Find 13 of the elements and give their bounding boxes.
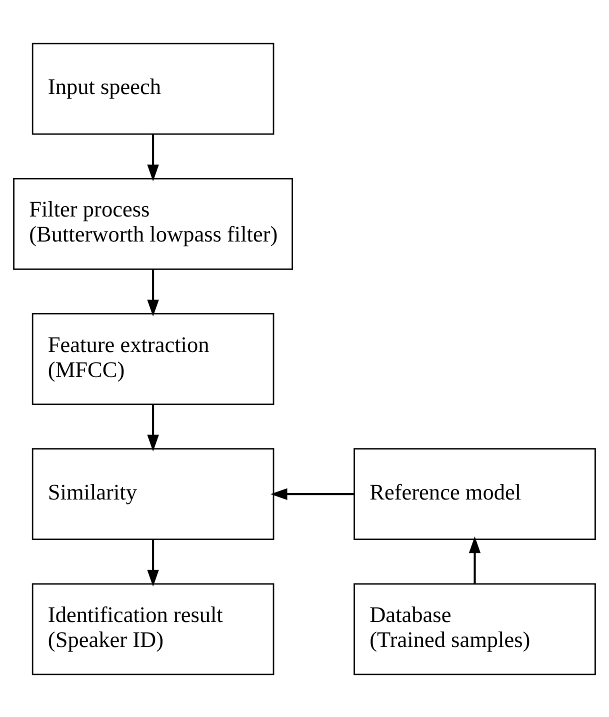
arrow	[147, 134, 159, 181]
node-box: Input speech	[32, 42, 274, 134]
arrow	[147, 539, 159, 586]
node-box: Similarity	[32, 448, 274, 540]
arrow	[147, 404, 159, 452]
node-box: Feature extraction (MFCC)	[32, 312, 274, 404]
arrow	[468, 536, 481, 583]
arrow	[147, 268, 159, 316]
node-box: Filter process (Butterworth lowpass filter)	[13, 177, 294, 270]
node-box: Identification result (Speaker ID)	[32, 582, 274, 675]
node-box: Reference model	[354, 448, 596, 540]
node-box: Database (Trained samples)	[354, 582, 596, 675]
arrow	[270, 488, 354, 500]
